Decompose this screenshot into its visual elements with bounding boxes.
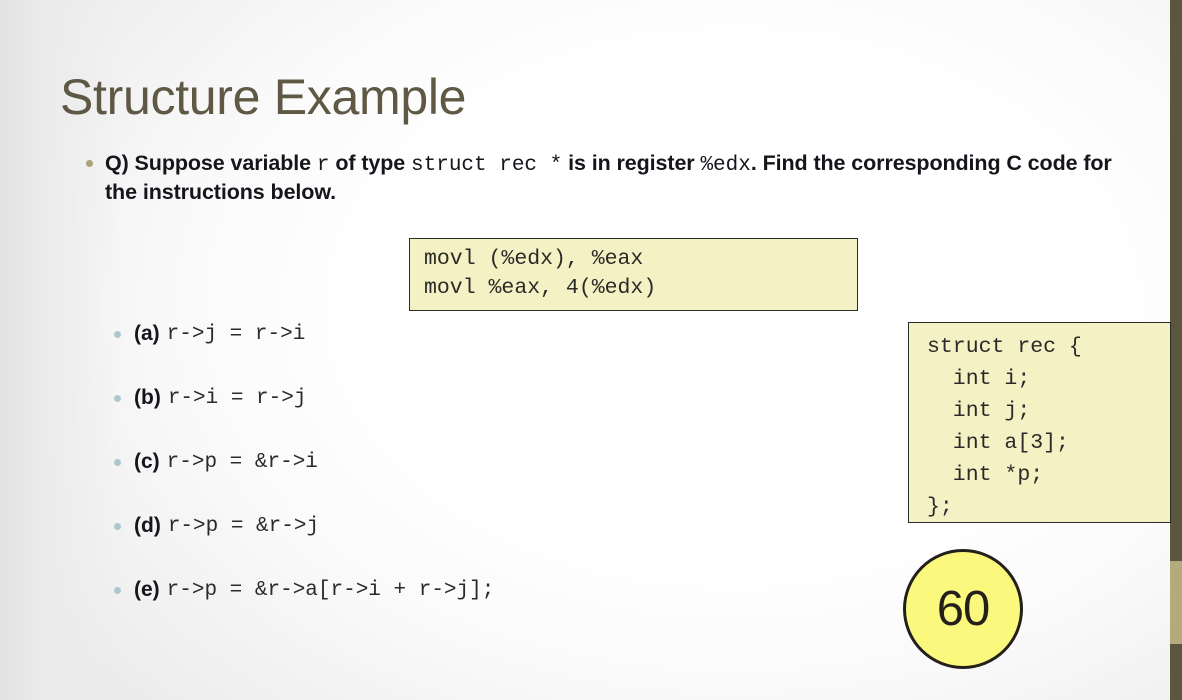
question-text-fragment: . Find the corresponding C code for the … xyxy=(105,151,1112,205)
answer-choice-list: (a) r->j = r->i (b) r->i = r->j (c) r->p = &r… xyxy=(114,322,754,642)
struct-definition-box: struct rec { int i; int j; int a[3]; int… xyxy=(908,322,1171,523)
answer-choice-code: r->p = &r->i xyxy=(166,451,318,474)
bullet-dot-icon xyxy=(114,587,121,594)
question-text-fragment: is in register xyxy=(562,151,701,175)
struct-code-line: struct rec { xyxy=(927,335,1082,359)
assembly-code-line: movl %eax, 4(%edx) xyxy=(424,276,657,300)
bullet-dot-icon xyxy=(114,395,121,402)
answer-choice-code: r->p = &r->a[r->i + r->j]; xyxy=(166,579,495,602)
question-text: Q) Suppose variable r of type struct rec… xyxy=(105,150,1131,207)
struct-code-line: }; xyxy=(927,495,953,519)
struct-code-line: int j; xyxy=(927,399,1031,423)
question-bullet: Q) Suppose variable r of type struct rec… xyxy=(86,150,1131,207)
answer-choice-row[interactable]: (a) r->j = r->i xyxy=(114,322,754,386)
answer-choice-label: (a) xyxy=(134,322,160,345)
answer-choice-label: (e) xyxy=(134,578,160,601)
answer-choice-label: (c) xyxy=(134,450,160,473)
struct-code-line: int i; xyxy=(927,367,1031,391)
bullet-dot-icon xyxy=(114,523,121,530)
answer-choice-label: (d) xyxy=(134,514,161,537)
question-code-fragment: struct rec * xyxy=(411,154,563,177)
question-code-fragment: %edx xyxy=(700,154,751,177)
question-code-fragment: r xyxy=(316,154,330,177)
page-number-text: 60 xyxy=(936,581,991,636)
bullet-dot-icon xyxy=(86,160,93,167)
answer-choice-code: r->i = r->j xyxy=(167,387,307,410)
answer-choice-row[interactable]: (c) r->p = &r->i xyxy=(114,450,754,514)
answer-choice-row[interactable]: (b) r->i = r->j xyxy=(114,386,754,450)
question-text-fragment: Q) Suppose variable xyxy=(105,151,317,175)
answer-choice-code: r->p = &r->j xyxy=(167,515,320,538)
question-text-fragment: of type xyxy=(329,151,412,175)
right-bar-accent-segment xyxy=(1170,561,1182,644)
bullet-dot-icon xyxy=(114,331,121,338)
assembly-code-line: movl (%edx), %eax xyxy=(424,247,644,271)
answer-choice-code: r->j = r->i xyxy=(166,323,306,346)
page-title: Structure Example xyxy=(60,68,467,125)
struct-code-line: int a[3]; xyxy=(927,431,1069,455)
bullet-dot-icon xyxy=(114,459,121,466)
struct-code-line: int *p; xyxy=(927,463,1044,487)
page-number-badge: 60 xyxy=(903,549,1023,669)
answer-choice-row[interactable]: (e) r->p = &r->a[r->i + r->j]; xyxy=(114,578,754,642)
question-bullet-row: Q) Suppose variable r of type struct rec… xyxy=(86,150,1131,207)
right-decorative-bar xyxy=(1170,0,1182,700)
assembly-code-box: movl (%edx), %eax movl %eax, 4(%edx) xyxy=(409,238,858,311)
answer-choice-label: (b) xyxy=(134,386,161,409)
answer-choice-row[interactable]: (d) r->p = &r->j xyxy=(114,514,754,578)
